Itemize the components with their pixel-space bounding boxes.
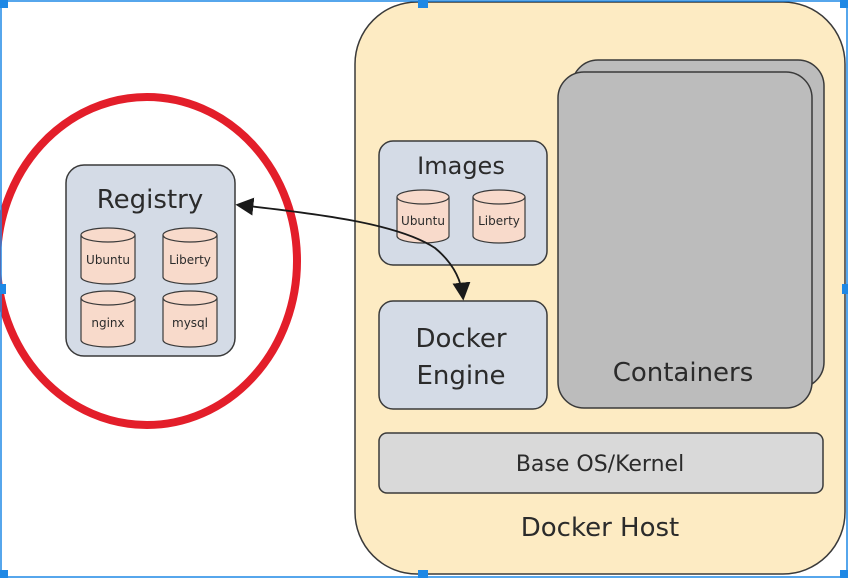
registry-label-ubuntu: Ubuntu [86,253,130,267]
docker-engine-line1: Docker [415,324,506,354]
containers-label: Containers [613,358,754,388]
selection-handle-middle-left[interactable] [0,284,6,294]
base-os-bar [378,432,824,494]
registry-cylinder-nginx: nginx [80,290,136,348]
registry-label-mysql: mysql [172,316,208,330]
registry-cylinder-ubuntu: Ubuntu [80,227,136,285]
selection-handle-top-right[interactable] [840,0,848,8]
registry-cylinder-mysql: mysql [162,290,218,348]
image-label-ubuntu: Ubuntu [401,214,445,228]
container-front-card [557,71,813,409]
selection-handle-top-center[interactable] [418,0,428,8]
registry-label-nginx: nginx [91,316,124,330]
image-cylinder-ubuntu: Ubuntu [396,189,450,244]
selection-handle-top-left[interactable] [0,0,8,8]
registry-title: Registry [97,185,203,215]
selection-handle-bottom-left[interactable] [0,570,8,578]
pull-push-arrow [235,197,471,301]
selection-handle-bottom-center[interactable] [418,570,428,578]
base-os-label: Base OS/Kernel [516,452,684,477]
docker-host-label: Docker Host [521,513,680,543]
image-cylinder-liberty: Liberty [472,189,526,244]
registry-label-liberty: Liberty [169,253,211,267]
selection-handle-middle-right[interactable] [842,284,848,294]
image-label-liberty: Liberty [478,214,520,228]
images-title: Images [417,152,505,180]
docker-engine-box [378,300,548,410]
selection-handle-bottom-right[interactable] [840,570,848,578]
docker-engine-line2: Engine [416,361,505,391]
registry-cylinder-liberty: Liberty [162,227,218,285]
